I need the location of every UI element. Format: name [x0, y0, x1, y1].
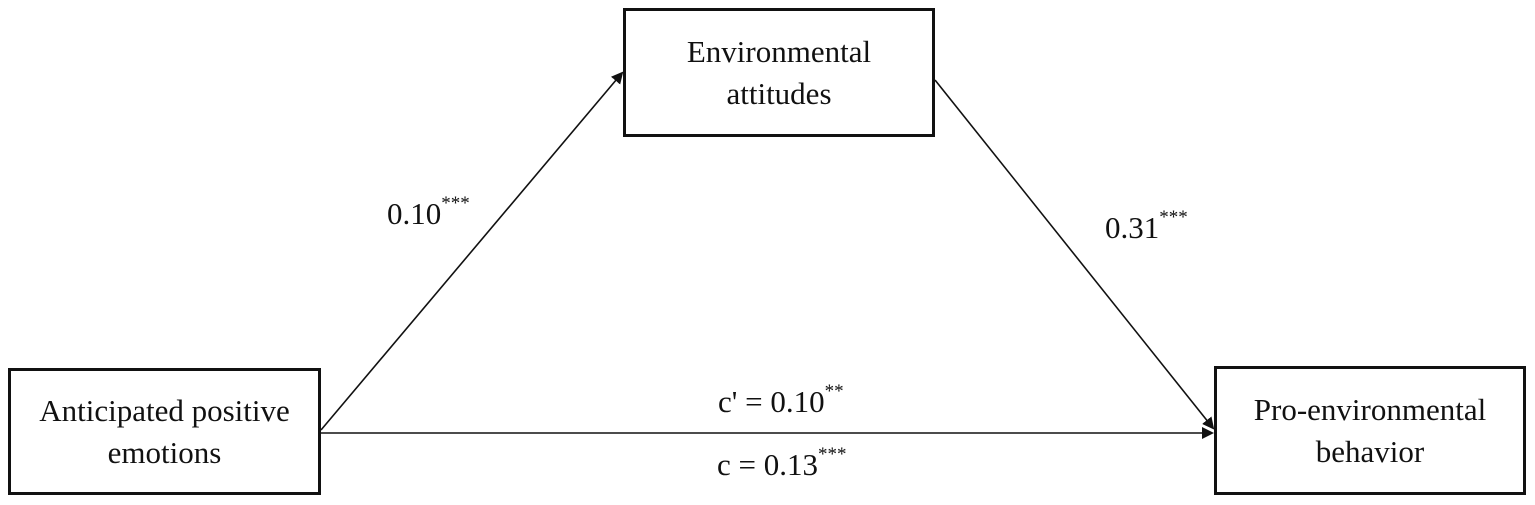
- path-a-value: 0.10: [387, 196, 442, 231]
- path-a-significance: ***: [441, 192, 470, 214]
- direct-effect-value: c' = 0.10: [718, 384, 825, 419]
- total-effect-significance: ***: [818, 443, 847, 465]
- mediator-label-line1: Environmental: [686, 33, 872, 69]
- direct-effect-coefficient: c' = 0.10**: [718, 380, 844, 420]
- outcome-label-line2: behavior: [1315, 433, 1425, 469]
- path-a-coefficient: 0.10***: [387, 192, 470, 232]
- predictor-label-line1: Anticipated positive: [39, 392, 290, 428]
- predictor-box: Anticipated positive emotions: [8, 368, 321, 495]
- path-b-value: 0.31: [1105, 210, 1160, 245]
- outcome-label-line1: Pro-environmental: [1253, 391, 1487, 427]
- mediator-label-line2: attitudes: [726, 75, 832, 111]
- path-b-significance: ***: [1159, 206, 1188, 228]
- predictor-label-line2: emotions: [107, 434, 222, 470]
- arrow-mediator-to-outcome: [934, 79, 1215, 430]
- path-b-coefficient: 0.31***: [1105, 206, 1188, 246]
- total-effect-value: c = 0.13: [717, 447, 818, 482]
- mediator-box: Environmental attitudes: [623, 8, 935, 137]
- total-effect-coefficient: c = 0.13***: [717, 443, 847, 483]
- arrow-predictor-to-mediator: [320, 71, 624, 431]
- direct-effect-significance: **: [824, 380, 844, 402]
- outcome-box: Pro-environmental behavior: [1214, 366, 1526, 495]
